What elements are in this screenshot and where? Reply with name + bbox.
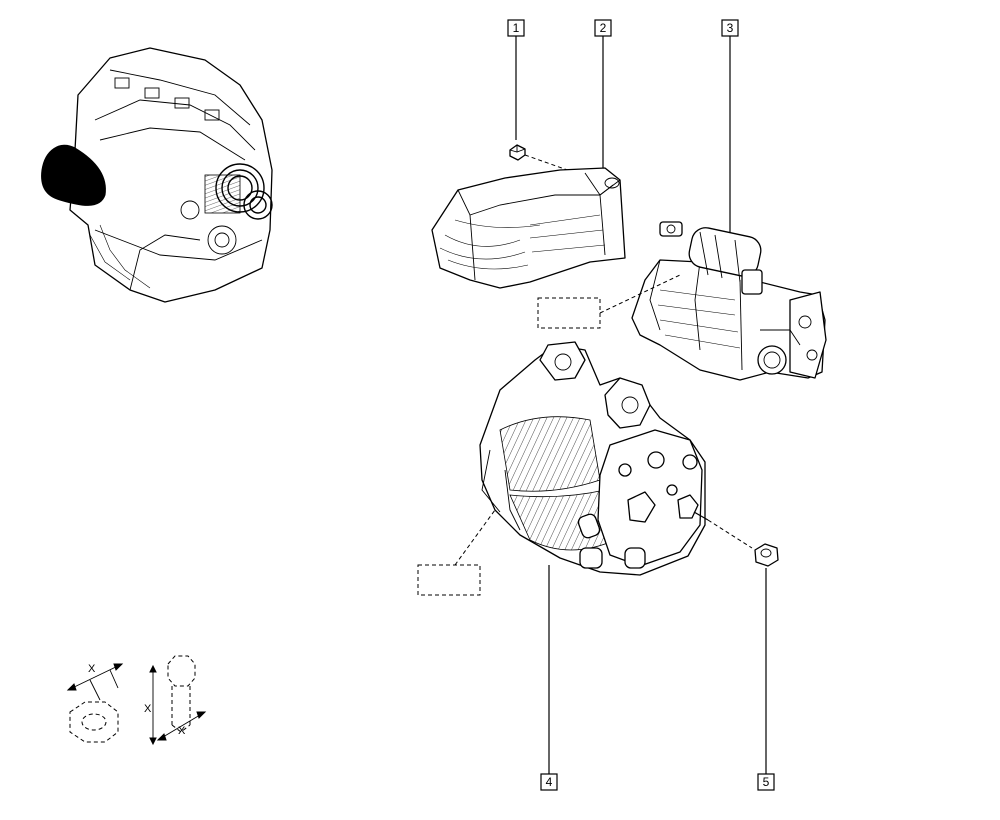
engine-locator-illustration — [41, 47, 273, 303]
callout-2: 2 — [594, 19, 612, 37]
dimension-key: X X X — [66, 655, 207, 746]
callout-5: 5 — [757, 773, 775, 791]
bolt-part-1 — [509, 144, 526, 161]
svg-text:2: 2 — [600, 21, 607, 35]
callout-4: 4 — [540, 773, 558, 791]
svg-text:3: 3 — [727, 21, 734, 35]
alternator-placeholder-label-box — [417, 564, 481, 596]
svg-text:X: X — [88, 663, 96, 675]
heat-shield-part-2 — [431, 167, 626, 289]
callout-1: 1 — [507, 19, 525, 37]
svg-text:1: 1 — [513, 21, 520, 35]
svg-text:4: 4 — [546, 775, 553, 789]
svg-text:X: X — [144, 703, 152, 715]
svg-text:5: 5 — [763, 775, 770, 789]
bolt-dimension-symbol: X X — [144, 655, 207, 746]
starter-placeholder-label-box — [537, 297, 601, 329]
highlighted-part-marker — [41, 144, 106, 206]
callout-3: 3 — [721, 19, 739, 37]
nut-dimension-symbol: X — [66, 663, 124, 743]
svg-text:X: X — [178, 725, 186, 737]
starter-motor-part-3 — [631, 221, 827, 381]
alternator-part-4 — [479, 341, 706, 576]
nut-part-5 — [754, 543, 779, 567]
